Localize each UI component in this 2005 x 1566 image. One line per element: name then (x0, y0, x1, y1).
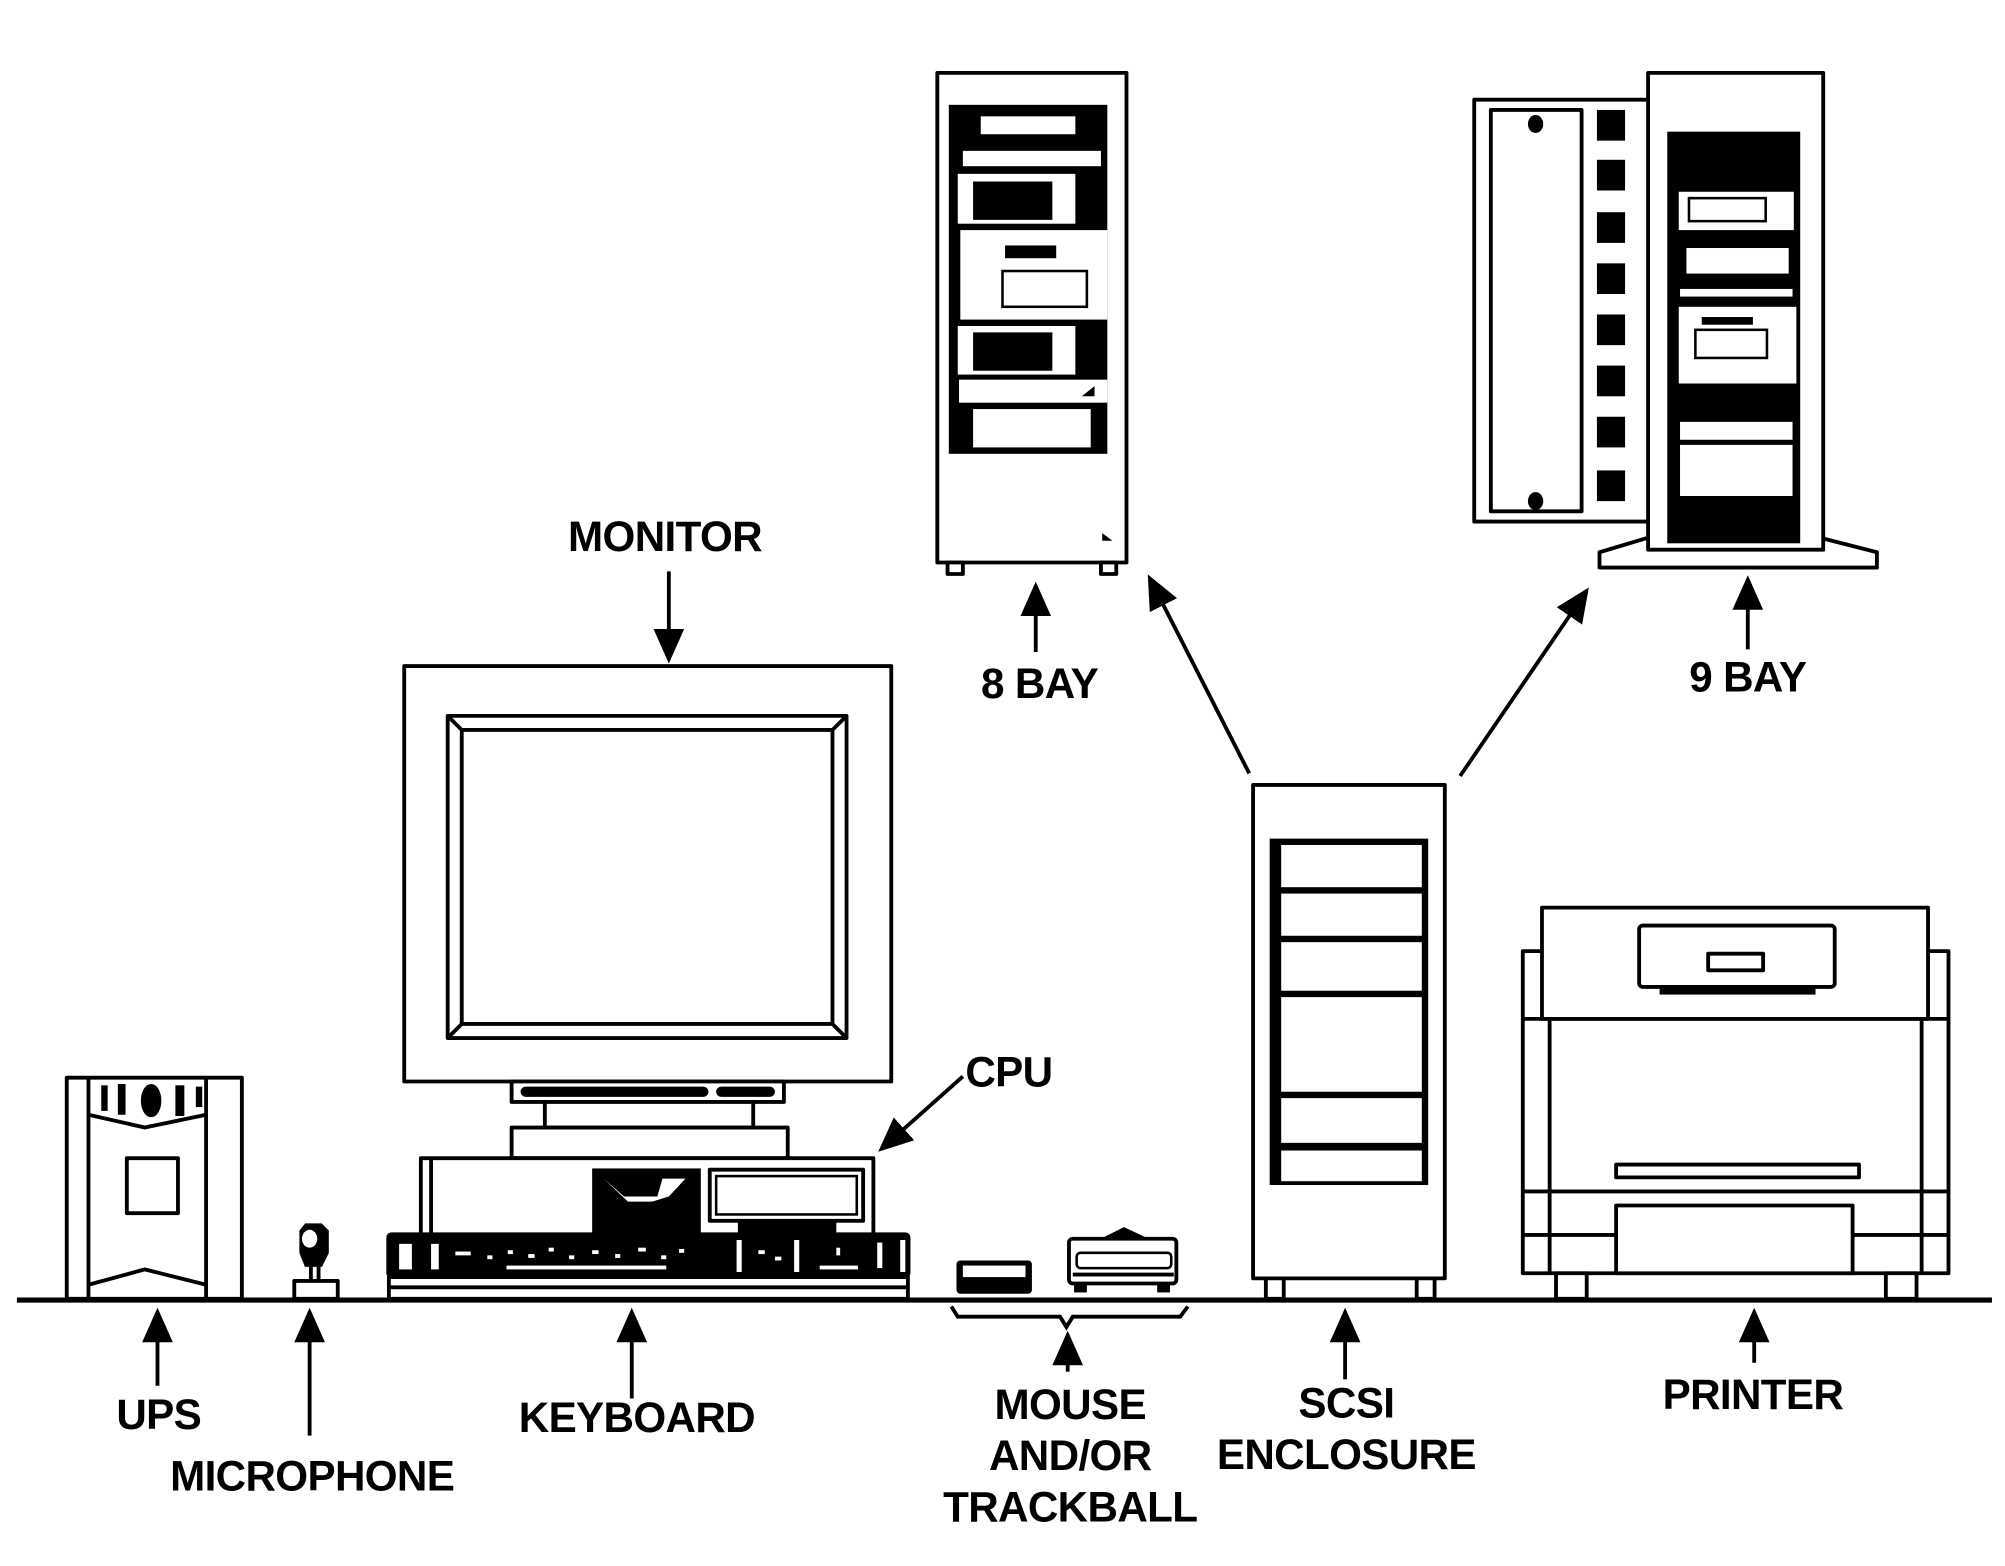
trackball-icon (1067, 1227, 1179, 1293)
arrows (142, 571, 1770, 1436)
label-mouse-line1: MOUSE (995, 1381, 1146, 1428)
tower-9-bay-icon (1472, 70, 1879, 570)
mouse-trackball-bracket (949, 1305, 1190, 1331)
label-printer: PRINTER (1663, 1371, 1844, 1418)
label-keyboard: KEYBOARD (519, 1394, 755, 1441)
label-cpu: CPU (965, 1049, 1052, 1096)
connector-scsi-9bay (1458, 587, 1589, 778)
label-scsi-line2: ENCLOSURE (1217, 1431, 1476, 1478)
printer-icon (1520, 905, 1951, 1301)
label-monitor: MONITOR (568, 513, 762, 560)
label-microphone: MICROPHONE (170, 1453, 454, 1500)
connector-scsi-8bay (1147, 574, 1251, 775)
desktop-cpu-icon (418, 1156, 876, 1240)
microphone-icon (292, 1223, 340, 1301)
tower-8-bay-icon (935, 70, 1129, 576)
label-8-bay: 8 BAY (981, 660, 1099, 707)
label-scsi-line1: SCSI (1298, 1380, 1394, 1427)
crt-monitor-icon (402, 664, 894, 1161)
mouse-icon (956, 1260, 1032, 1294)
label-ups: UPS (116, 1391, 201, 1438)
arrow-cpu (878, 1074, 965, 1152)
ups-icon (64, 1075, 244, 1301)
label-9-bay: 9 BAY (1689, 654, 1807, 701)
label-mouse-line2: AND/OR (989, 1432, 1152, 1479)
keyboard-icon (386, 1232, 911, 1301)
scsi-enclosure-icon (1251, 783, 1447, 1301)
label-mouse-line3: TRACKBALL (943, 1483, 1197, 1530)
